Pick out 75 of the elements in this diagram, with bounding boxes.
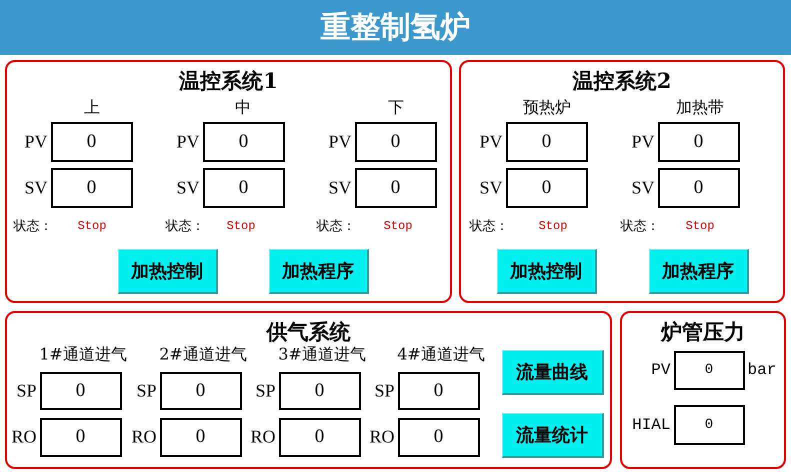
field-label: SV	[24, 177, 48, 198]
push-button: 加热程序	[648, 248, 748, 294]
value-field: 0	[40, 372, 122, 410]
field-label: SV	[479, 177, 502, 198]
push-button: 加热控制	[496, 248, 596, 294]
column-heading: 下	[388, 98, 404, 118]
status-value: Stop	[384, 219, 412, 233]
field-label: PV	[651, 361, 670, 379]
status-value: Stop	[226, 219, 256, 233]
column-heading: 预热炉	[523, 98, 571, 118]
status-label: 状态：	[316, 218, 356, 235]
column-heading: 加热带	[676, 98, 724, 118]
value-field: 0	[354, 168, 436, 208]
value-field: 0	[658, 168, 740, 208]
field-label: RO	[131, 426, 156, 448]
status-value: Stop	[538, 219, 568, 233]
status-value: Stop	[686, 219, 714, 233]
field-label: PV	[24, 131, 48, 152]
panel-frame	[620, 311, 786, 469]
column-heading: 中	[235, 98, 251, 118]
value-field: 0	[674, 350, 744, 390]
status-label: 状态：	[166, 218, 204, 235]
push-button: 流量统计	[502, 412, 604, 458]
field-label: PV	[328, 131, 352, 152]
status-label: 状态：	[14, 218, 52, 235]
field-label: HIAL	[632, 416, 670, 434]
value-field: 0	[506, 122, 588, 162]
field-label: PV	[631, 131, 654, 152]
field-label: SV	[328, 177, 352, 198]
value-field: 0	[278, 372, 360, 410]
value-field: 0	[202, 168, 284, 208]
column-heading: 2#通道进气	[159, 344, 247, 366]
push-button: 流量曲线	[502, 350, 604, 394]
title-bar: 重整制氢炉	[0, 0, 791, 55]
column-heading: 上	[84, 98, 100, 118]
value-field: 0	[398, 418, 480, 456]
field-label: SV	[631, 177, 654, 198]
panel-heading: 供气系统	[266, 318, 350, 346]
panel-frame	[5, 60, 452, 303]
value-field: 0	[354, 122, 436, 162]
value-field: 0	[506, 168, 588, 208]
field-label: RO	[250, 426, 276, 448]
field-label: PV	[479, 131, 502, 152]
value-field: 0	[40, 418, 122, 456]
field-label: bar	[748, 361, 776, 379]
value-field: 0	[278, 418, 360, 456]
value-field: 0	[50, 168, 132, 208]
column-heading: 3#通道进气	[278, 344, 366, 366]
field-label: SP	[255, 380, 276, 401]
field-label: RO	[11, 426, 36, 448]
field-label: SP	[16, 380, 36, 401]
value-field: 0	[398, 372, 480, 410]
panel-frame	[459, 60, 785, 303]
field-label: PV	[176, 131, 200, 152]
panel-heading: 炉管压力	[661, 318, 745, 346]
field-label: SP	[374, 380, 394, 401]
panel-heading: 温控系统2	[572, 67, 672, 95]
panel-heading: 温控系统1	[179, 67, 278, 95]
status-label: 状态：	[470, 218, 508, 235]
column-heading: 1#通道进气	[39, 344, 127, 366]
value-field: 0	[202, 122, 284, 162]
status-label: 状态：	[620, 218, 660, 235]
column-heading: 4#通道进气	[397, 344, 485, 366]
push-button: 加热控制	[118, 248, 218, 294]
value-field: 0	[160, 372, 242, 410]
value-field: 0	[658, 122, 740, 162]
value-field: 0	[674, 404, 744, 444]
panel-frame	[5, 311, 612, 469]
value-field: 0	[160, 418, 242, 456]
value-field: 0	[50, 122, 132, 162]
field-label: RO	[369, 426, 394, 448]
field-label: SV	[176, 177, 200, 198]
status-value: Stop	[78, 219, 106, 233]
field-label: SP	[136, 380, 156, 401]
push-button: 加热程序	[268, 248, 368, 294]
